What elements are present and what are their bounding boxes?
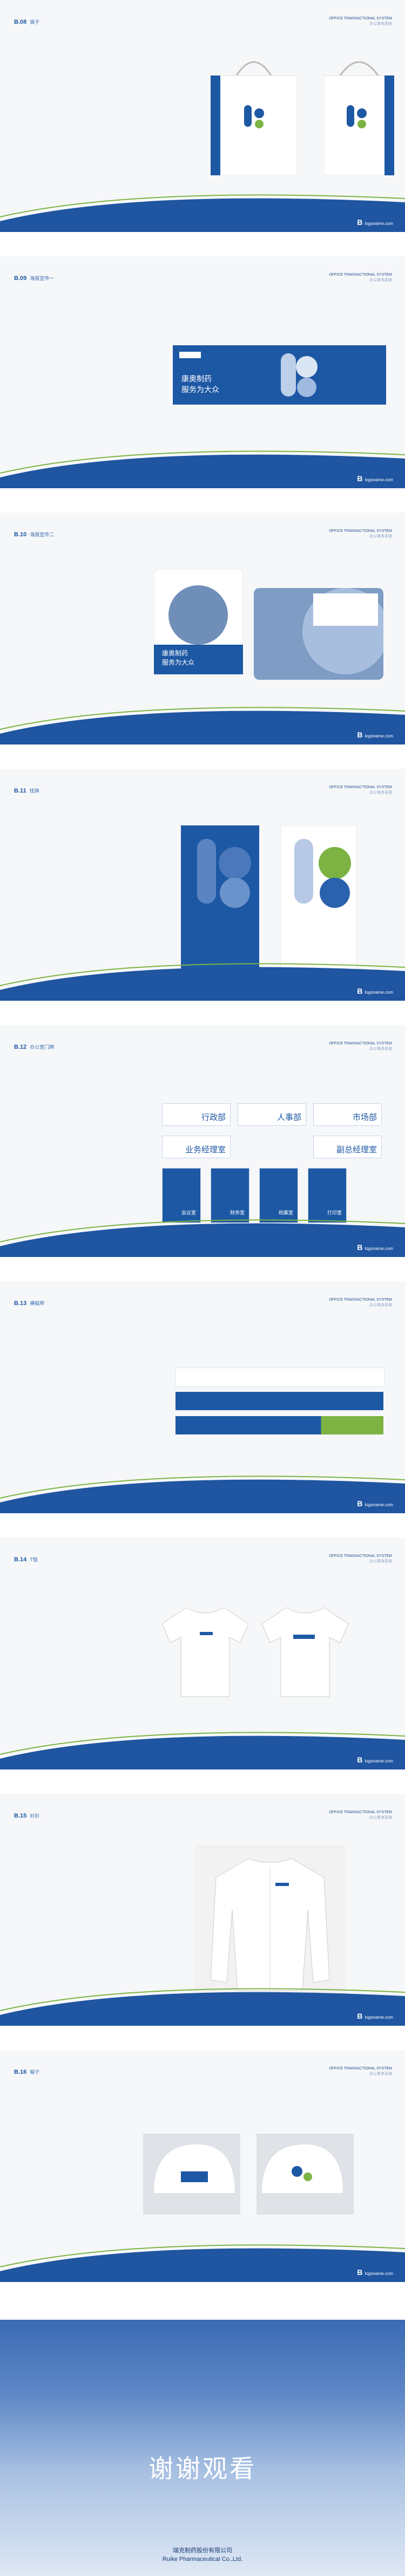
door-sign: 副总经理室: [313, 1136, 382, 1158]
room-sign: 会议室: [162, 1168, 201, 1223]
thanks-title: 谢谢观看: [148, 2455, 256, 2483]
banner-blue: [176, 1392, 383, 1410]
wave-decoration: [0, 1475, 405, 1513]
thanks-company: 瑞克制药股份有限公司 Ruike Pharmaceutical Co.,Ltd.: [162, 2547, 243, 2563]
tshirt-1: [161, 1607, 249, 1697]
flag-white: [281, 825, 356, 982]
wave-decoration: [0, 963, 405, 1001]
cap-1: [143, 2134, 240, 2215]
poster-banner: [173, 345, 386, 405]
poster-card-slogan: 康奥制药服务为大众: [162, 650, 195, 666]
door-sign: 市场部: [313, 1103, 382, 1126]
wave-decoration: [0, 194, 405, 232]
wave-decoration: [0, 2244, 405, 2282]
room-sign: 财务室: [211, 1168, 249, 1223]
door-sign: 人事部: [238, 1103, 306, 1126]
cap-2: [256, 2134, 354, 2215]
banner-white: [176, 1368, 384, 1387]
tshirt-2: [261, 1607, 349, 1697]
wave-decoration: [0, 1732, 405, 1769]
door-sign: 行政部: [162, 1103, 231, 1126]
flag-blue: [181, 825, 259, 982]
wave-decoration: [0, 1988, 405, 2026]
banner-blue-green: [176, 1416, 383, 1434]
poster-card-2: [254, 588, 383, 680]
wave-decoration: [0, 1219, 405, 1257]
paper-bag-2: [324, 61, 394, 175]
thanks-section: 谢谢观看 瑞克制药股份有限公司 Ruike Pharmaceutical Co.…: [0, 2320, 405, 2576]
paper-bag-1: [211, 61, 297, 175]
poster-slogan: 康奥制药服务为大众: [181, 374, 219, 394]
dress-shirt: [194, 1845, 346, 1996]
wave-decoration: [0, 707, 405, 744]
room-sign: 打印室: [308, 1168, 347, 1223]
wave-decoration: [0, 450, 405, 488]
room-sign: 档案室: [259, 1168, 298, 1223]
poster-card-1: [154, 569, 243, 674]
door-sign: 业务经理室: [162, 1136, 231, 1158]
